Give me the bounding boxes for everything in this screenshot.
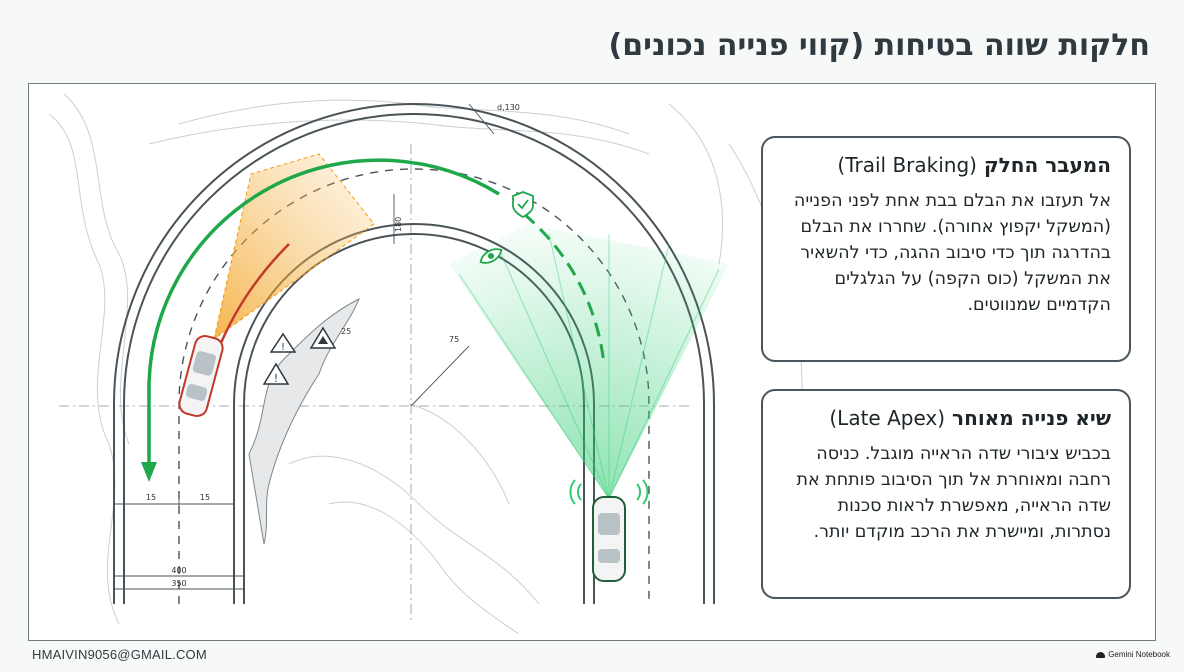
- card-heading-latin: (Late Apex): [829, 406, 946, 430]
- footer-email: HMAIVIN9056@GMAIL.COM: [32, 647, 207, 662]
- diagram-panel: ! !: [28, 83, 1156, 641]
- card-trail-braking: המעבר החלק (Trail Braking) אל תעזבו את ה…: [761, 136, 1131, 362]
- warning-icon: [309, 326, 337, 349]
- eye-icon: [479, 248, 503, 264]
- dim-label-left-a: 15: [146, 493, 156, 502]
- card-body: בכביש ציבורי שדה הראייה מוגבל. כניסה רחב…: [796, 444, 1111, 542]
- road-diagram: ! !: [48, 93, 810, 635]
- card-body: אל תעזבו את הבלם בבת אחת לפני הפנייה (המ…: [793, 191, 1111, 315]
- card-heading: שיא פנייה מאוחר (Late Apex): [781, 405, 1111, 431]
- svg-text:!: !: [274, 372, 278, 385]
- gemini-logo-icon: [1096, 651, 1106, 658]
- card-late-apex: שיא פנייה מאוחר (Late Apex) בכביש ציבורי…: [761, 389, 1131, 599]
- radius-line: [410, 345, 470, 407]
- card-heading: המעבר החלק (Trail Braking): [781, 152, 1111, 178]
- vision-cone: [449, 224, 729, 499]
- dim-label-r2: 75: [449, 335, 459, 344]
- racing-line-arrowhead: [141, 462, 157, 482]
- footer-brand: Gemini Notebook: [1096, 650, 1170, 659]
- footer-brand-text: Gemini Notebook: [1108, 650, 1170, 659]
- svg-text:!: !: [281, 342, 285, 353]
- shield-check-icon: [512, 191, 534, 219]
- dim-label-mid: 180: [394, 217, 403, 232]
- car-late-apex: [592, 496, 626, 582]
- warning-icon: !: [269, 332, 297, 353]
- dim-label-top: d,130: [497, 103, 520, 112]
- braking-cone: [213, 153, 375, 341]
- sensor-waves: [569, 479, 649, 505]
- contour-lines: [48, 93, 810, 635]
- card-heading-latin: (Trail Braking): [837, 153, 977, 177]
- racing-line: [147, 158, 500, 469]
- card-heading-hebrew: שיא פנייה מאוחר: [952, 406, 1111, 430]
- warning-icon: !: [262, 362, 290, 385]
- car-braking: [178, 334, 224, 418]
- dim-label-left-b: 15: [200, 493, 210, 502]
- vision-rays: [458, 233, 720, 500]
- dimension-lines: [114, 103, 495, 590]
- slide-title: חלקות שווה בטיחות (קווי פנייה נכונים): [608, 28, 1150, 63]
- dim-label-350: 350: [171, 579, 186, 588]
- dim-label-r1: 25: [341, 327, 351, 336]
- card-heading-hebrew: המעבר החלק: [983, 153, 1111, 177]
- dim-label-400: 400: [171, 566, 186, 575]
